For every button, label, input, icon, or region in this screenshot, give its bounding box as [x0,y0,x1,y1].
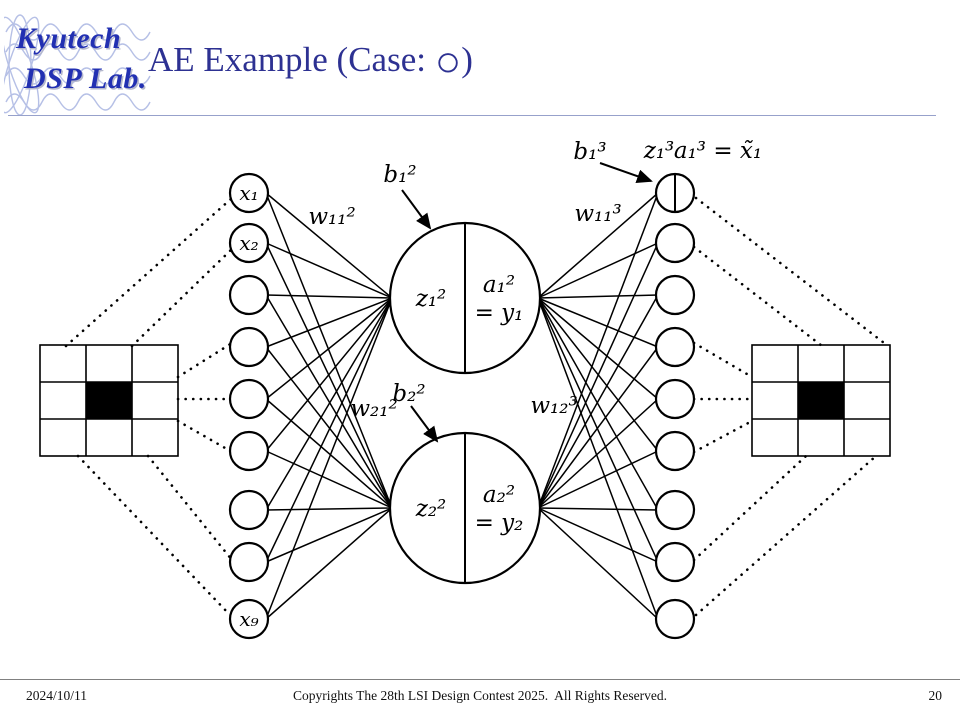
label-b1-3: b₁³ [573,139,606,165]
label-w11-2: w₁₁² [308,204,355,230]
dotted-links-left [64,196,236,617]
input-node-7 [228,489,270,531]
output-node-5 [654,378,696,420]
title-prefix: AE Example (Case: [148,40,435,79]
output-grid-frame [751,344,891,457]
label-z1-2: z₁² [415,286,447,312]
output-black-pixel [797,381,845,420]
footer: 2024/10/11 Copyrights The 28th LSI Desig… [0,679,960,720]
input-node-8 [228,541,270,583]
logo-text-line1: Kyutech [16,22,122,55]
label-w11-3: w₁₁³ [574,201,621,227]
title-suffix: ) [461,40,473,79]
input-node-9 [228,598,270,640]
input-pixel-grid [39,344,179,457]
label-x9: x₉ [239,607,258,631]
autoencoder-diagram: x₁ x₂ x₉ w₁₁² w₂₁² b₁² b₂² z₁² a₁² = y₁ … [39,138,891,640]
label-z2-2: z₂² [415,496,447,522]
input-black-pixel [85,381,133,420]
title-case-circle: ○ [434,37,462,86]
bias-arrow-b1-3 [599,162,653,183]
label-eq-y1: = y₁ [475,300,524,326]
footer-copyright: Copyrights The 28th LSI Design Contest 2… [293,688,667,703]
input-node-6 [228,430,270,472]
label-b1-2: b₁² [383,162,416,188]
output-node-6 [654,430,696,472]
bias-arrows [401,162,653,443]
hidden-layer-nodes [388,221,542,585]
label-b2-2: b₂² [392,381,425,407]
footer-page-number: 20 [928,688,943,703]
output-layer-nodes [654,172,696,640]
connections-hidden-output [537,192,659,620]
dotted-links-right [692,196,890,617]
output-node-2 [654,222,696,264]
label-x1: x₁ [239,181,258,205]
output-node-3 [654,274,696,316]
connections-input-hidden [265,192,393,620]
output-node-7 [654,489,696,531]
label-a1-3-eq-xtilde1: a₁³ = x̃₁ [674,138,762,164]
label-a2-2: a₂² [483,482,515,508]
page-title: AE Example (Case: ○) [148,40,473,84]
output-node-4 [654,326,696,368]
bias-arrow-b2-2 [410,405,439,443]
label-a1-2: a₁² [483,272,515,298]
input-node-2 [228,222,270,264]
input-node-1 [228,172,270,214]
input-grid-frame [39,344,179,457]
input-node-5 [228,378,270,420]
bias-arrow-b1-2 [401,189,432,230]
title-underline [8,115,936,116]
output-pixel-grid [751,344,891,457]
kyutech-dsp-lab-logo: Kyutech DSP Lab. [4,10,156,120]
label-w21-2: w₂₁² [350,396,397,422]
label-x2: x₂ [239,231,258,255]
logo-text-line2: DSP Lab. [24,62,147,95]
input-node-3 [228,274,270,316]
input-node-4 [228,326,270,368]
input-layer-nodes [228,172,270,640]
footer-date: 2024/10/11 [26,688,88,703]
output-node-9 [654,598,696,640]
label-z1-3: z₁³ [643,138,675,164]
label-w12-3: w₁₂³ [530,393,577,419]
output-node-8 [654,541,696,583]
label-eq-y2: = y₂ [475,510,524,536]
diagram-labels: x₁ x₂ x₉ w₁₁² w₂₁² b₁² b₂² z₁² a₁² = y₁ … [239,138,762,631]
